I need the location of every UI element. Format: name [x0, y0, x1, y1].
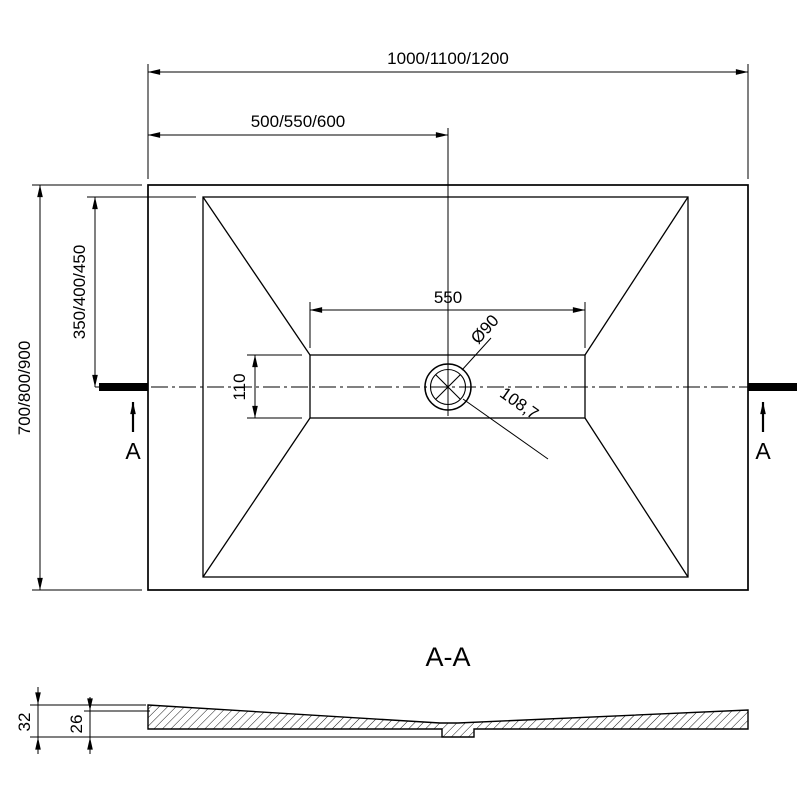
- slope-edges: [202, 196, 689, 578]
- dim-drain-offset-x-label: 500/550/600: [251, 112, 346, 131]
- dim-drain-offset-y: [87, 196, 196, 388]
- drain-diameter-label: Ø90: [467, 311, 503, 348]
- section-marker-left-label: A: [125, 438, 141, 464]
- section-dims: [30, 687, 442, 754]
- dim-drain-offset-x: [147, 128, 449, 416]
- section-total-height-label: 32: [15, 713, 34, 732]
- top-view: [95, 184, 797, 591]
- section-profile: [147, 704, 749, 738]
- dim-channel-depth-label: 110: [230, 373, 249, 400]
- dim-channel-width-label: 550: [434, 288, 462, 307]
- dim-overall-depth-label: 700/800/900: [15, 341, 34, 436]
- labels: 1000/1100/1200 500/550/600 700/800/900 3…: [15, 49, 771, 733]
- dim-overall-width: [147, 64, 749, 179]
- section-title: A-A: [425, 642, 470, 672]
- section-markers: [130, 401, 766, 432]
- dim-drain-offset-y-label: 350/400/450: [70, 245, 89, 340]
- dimensions: [32, 64, 749, 591]
- dim-channel-width: [309, 302, 586, 348]
- dim-overall-depth: [32, 184, 142, 591]
- dim-overall-width-label: 1000/1100/1200: [387, 49, 509, 68]
- drain-leader-lines: [461, 337, 549, 460]
- section-edge-height-label: 26: [67, 715, 86, 734]
- tray-rim-edge: [202, 196, 689, 578]
- dim-channel-depth: [247, 354, 302, 419]
- section-marker-right-label: A: [755, 438, 771, 464]
- section-view: [30, 687, 749, 754]
